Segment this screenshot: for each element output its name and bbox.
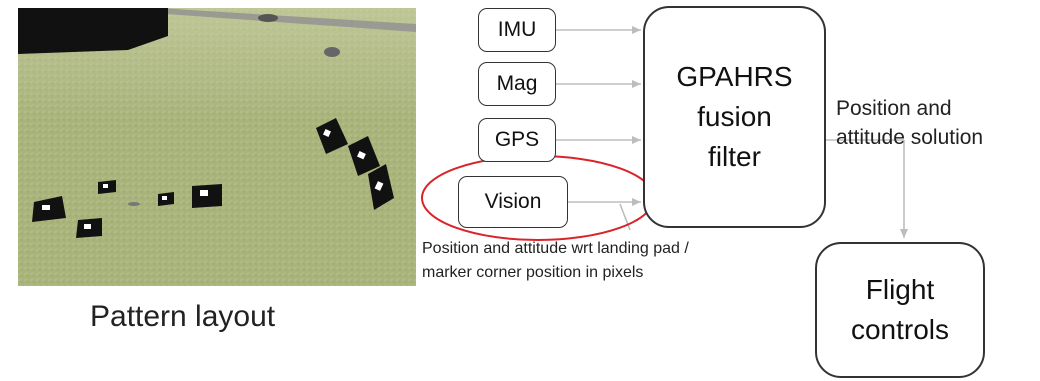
output-label-line-2: attitude solution xyxy=(836,126,984,149)
filter-line-1: GPAHRS xyxy=(676,61,793,92)
vision-note-line-1: Position and attitude wrt landing pad / xyxy=(422,240,689,257)
vision-box: Vision xyxy=(458,176,568,228)
vision-label: Vision xyxy=(484,190,542,213)
imu-label: IMU xyxy=(497,18,537,41)
flight-controls-box: Flight controls xyxy=(815,242,985,378)
vision-note: Position and attitude wrt landing pad / … xyxy=(422,237,689,285)
marker-patterns xyxy=(32,118,394,238)
scene-caption: Pattern layout xyxy=(90,300,276,333)
vision-note-line-2: marker corner position in pixels xyxy=(422,264,644,281)
gps-box: GPS xyxy=(478,118,556,162)
controls-line-2: controls xyxy=(850,314,950,345)
gps-label: GPS xyxy=(494,128,540,151)
mag-label: Mag xyxy=(496,72,538,95)
scene-image xyxy=(18,8,416,286)
vision-note-leader xyxy=(619,203,631,231)
output-label-line-1: Position and xyxy=(836,97,952,120)
controls-line-1: Flight xyxy=(865,274,935,305)
output-label: Position and attitude solution xyxy=(836,94,983,152)
filter-line-3: filter xyxy=(708,141,761,172)
filter-line-2: fusion xyxy=(697,101,772,132)
imu-box: IMU xyxy=(478,8,556,52)
scene-render xyxy=(18,8,416,286)
fusion-filter-box: GPAHRS fusion filter xyxy=(643,6,826,228)
mag-box: Mag xyxy=(478,62,556,106)
